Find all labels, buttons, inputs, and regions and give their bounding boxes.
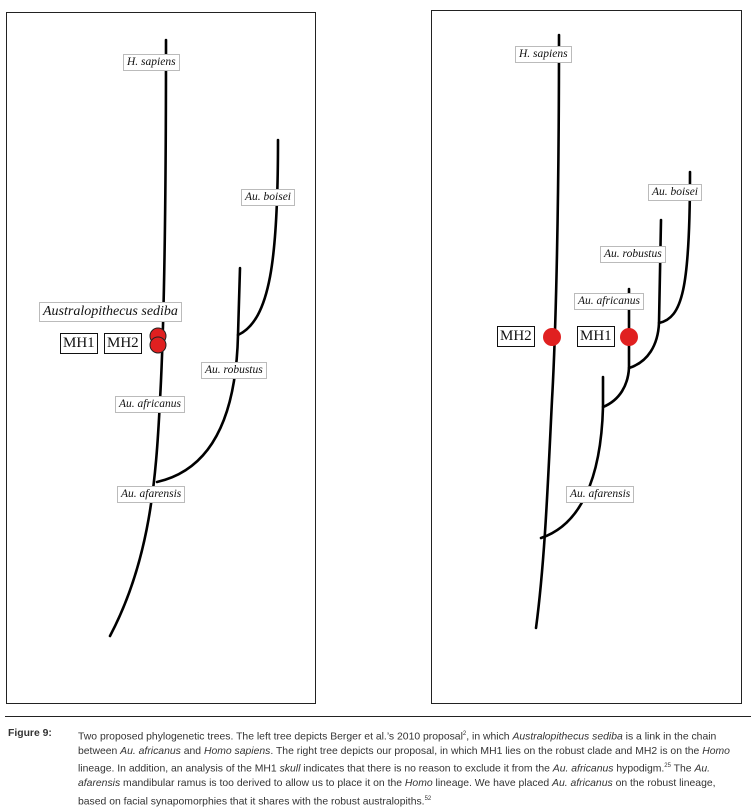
left-label-au-afarensis: Au. afarensis — [117, 486, 186, 503]
left-robust-branch — [155, 266, 242, 484]
left-label-au-boisei: Au. boisei — [241, 189, 295, 206]
left-tree-panel — [6, 12, 316, 704]
left-label-mh2: MH2 — [104, 333, 142, 354]
right-mh1-dot — [620, 328, 638, 346]
caption-text: Two proposed phylogenetic trees. The lef… — [78, 731, 730, 808]
left-mh2-dot — [149, 336, 167, 354]
right-homo-lineage — [534, 33, 561, 630]
left-label-au-robustus: Au. robustus — [201, 362, 267, 379]
right-tree-panel — [431, 10, 742, 704]
tree-branches — [108, 33, 692, 638]
right-label-mh1: MH1 — [577, 326, 615, 347]
right-label-au-africanus: Au. africanus — [574, 293, 644, 310]
left-label-h-sapiens: H. sapiens — [123, 54, 180, 71]
right-label-au-robustus: Au. robustus — [600, 246, 666, 263]
right-mh2-dot — [543, 328, 561, 346]
figure-caption: Figure 9: Two proposed phylogenetic tree… — [8, 727, 744, 810]
right-boisei-branch — [657, 170, 692, 325]
left-label-mh1: MH1 — [60, 333, 98, 354]
left-boisei-branch — [236, 138, 280, 337]
right-label-au-boisei: Au. boisei — [648, 184, 702, 201]
left-label-au-africanus: Au. africanus — [115, 396, 185, 413]
right-label-au-afarensis: Au. afarensis — [566, 486, 635, 503]
right-label-mh2: MH2 — [497, 326, 535, 347]
right-label-h-sapiens: H. sapiens — [515, 46, 572, 63]
figure-divider — [5, 716, 751, 717]
left-label-sediba: Australopithecus sediba — [39, 302, 182, 322]
figure-label: Figure 9: — [8, 728, 52, 739]
left-homo-lineage — [108, 38, 168, 638]
